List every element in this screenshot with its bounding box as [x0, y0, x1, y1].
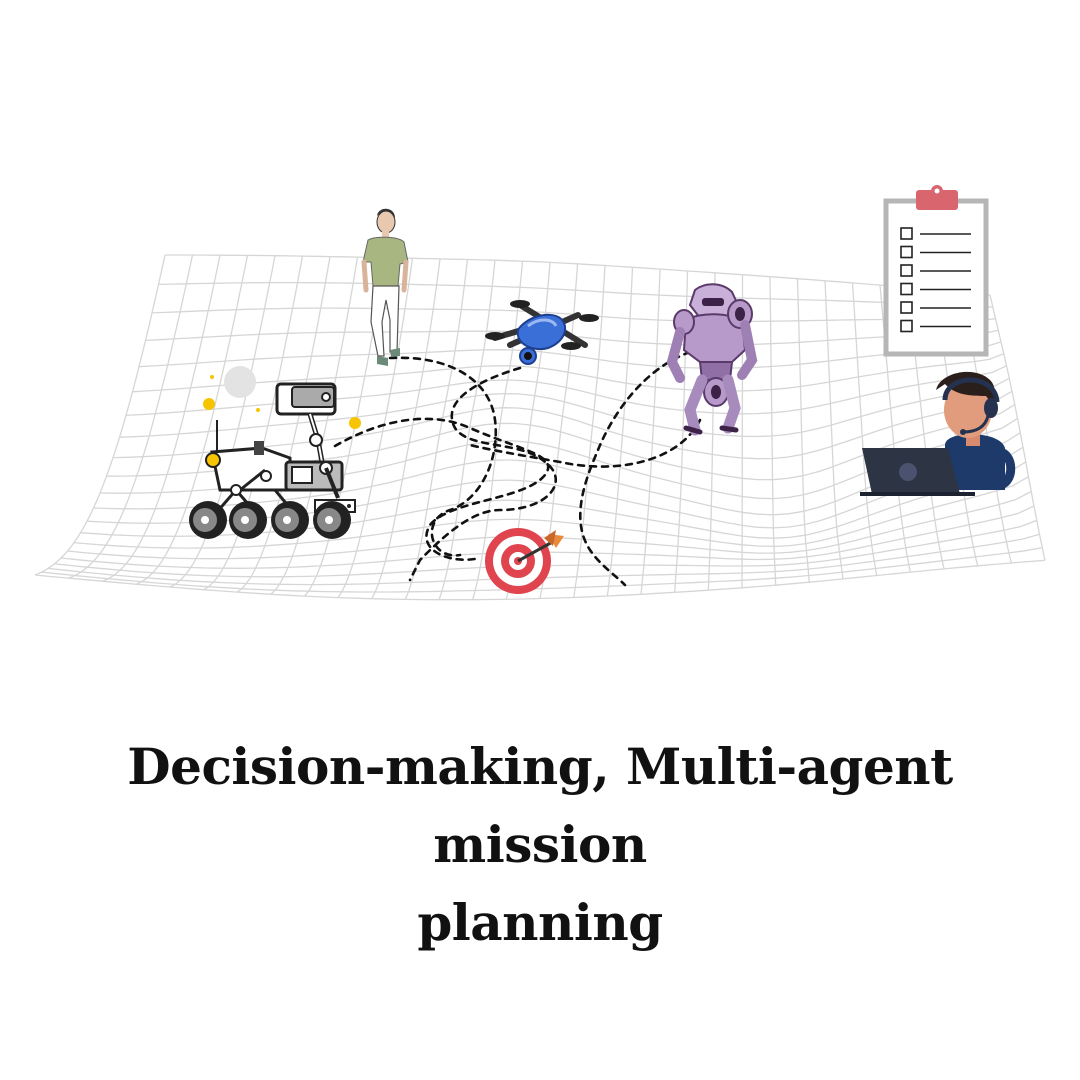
walking-person-icon — [361, 208, 409, 366]
caption-line-2: planning — [417, 893, 663, 952]
rover-wheel-hub — [201, 516, 209, 524]
mesh-line-horizontal — [138, 341, 1002, 369]
operator-with-headset-icon — [860, 371, 1016, 496]
rover-wheel-hub — [325, 516, 333, 524]
checklist-checkbox — [900, 227, 913, 240]
person-path — [388, 356, 498, 557]
humanoid-robot-icon — [666, 283, 758, 436]
terrain-mesh-icon — [34, 254, 1046, 601]
operator-path — [468, 418, 702, 468]
mesh-line-vertical — [438, 260, 496, 600]
checklist-checkbox — [900, 264, 913, 277]
rover-wheel-hub — [283, 516, 291, 524]
rover-robot-icon — [189, 366, 361, 539]
caption-line-1: Decision-making, Multi-agent mission — [127, 737, 953, 874]
checklist-checkbox — [900, 301, 913, 314]
bullseye-target-icon — [485, 528, 564, 594]
mesh-line-horizontal — [34, 559, 1046, 601]
mesh-line-vertical — [640, 269, 661, 595]
mesh-line-vertical — [851, 282, 878, 576]
rover-wheel-hub — [241, 516, 249, 524]
mesh-line-horizontal — [132, 353, 1005, 393]
mesh-line-vertical — [769, 276, 777, 586]
drone-path — [408, 366, 558, 582]
mesh-line-horizontal — [41, 546, 1043, 593]
mesh-line-horizontal — [165, 254, 991, 296]
rover-path — [333, 417, 550, 561]
checklist-clipboard-icon — [883, 185, 989, 357]
mesh-line-horizontal — [73, 476, 1029, 549]
quadcopter-drone-icon — [485, 300, 599, 365]
mesh-line-vertical — [169, 255, 276, 588]
caption: Decision-making, Multi-agent mission pla… — [40, 728, 1040, 962]
checklist-checkbox — [900, 319, 913, 333]
mesh-line-vertical — [824, 280, 844, 579]
agent-path-lines — [333, 350, 702, 587]
mesh-line-vertical — [68, 254, 194, 579]
humanoid-path — [578, 350, 692, 587]
mesh-line-horizontal — [158, 281, 993, 308]
mesh-line-horizontal — [119, 377, 1010, 438]
checklist-checkbox — [900, 245, 913, 259]
mesh-line-vertical — [34, 254, 166, 576]
mesh-line-vertical — [203, 255, 304, 591]
checklist-checkbox — [900, 282, 913, 296]
mesh-line-horizontal — [125, 365, 1007, 416]
